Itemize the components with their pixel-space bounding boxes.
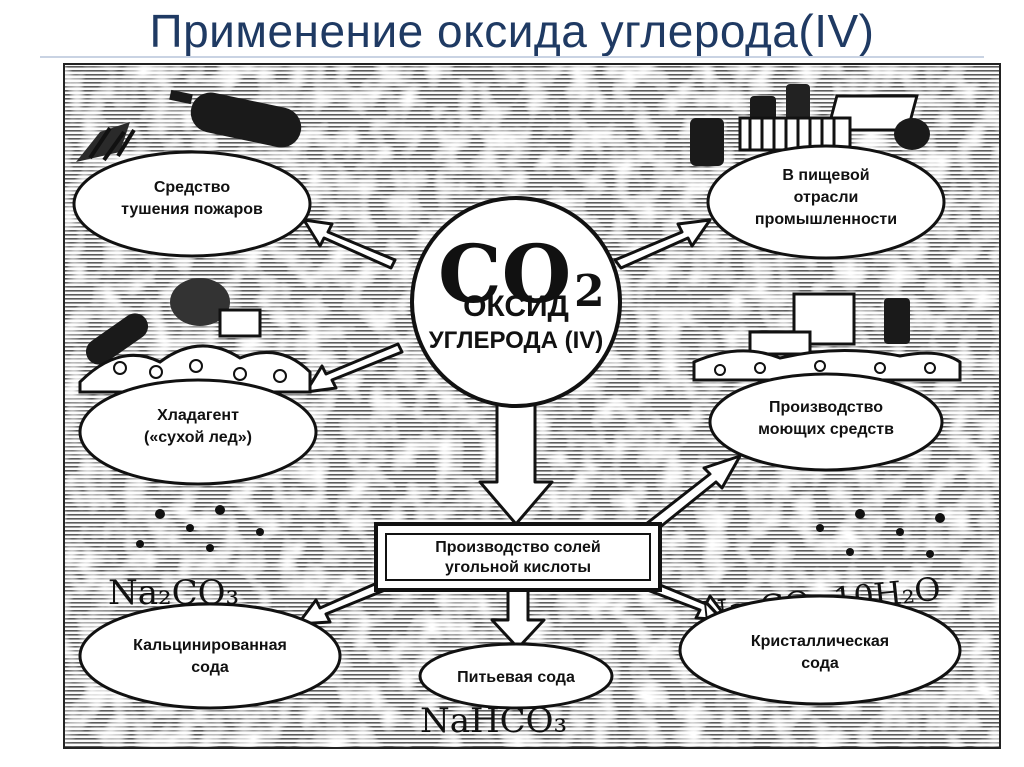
node-carbonic-salts-production: Производство солей угольной кислоты xyxy=(374,522,662,592)
arrow-to-coolant xyxy=(304,342,404,394)
diagram-canvas: CO 2 ОКСИД УГЛЕРОДА (IV) Средство тушени… xyxy=(60,62,1004,750)
co2-subscript: 2 xyxy=(574,266,605,317)
co2-formula: CO xyxy=(438,227,571,321)
fire-label-line2: тушения пожаров xyxy=(121,201,263,218)
node-crystal-soda: Кристаллическая сода xyxy=(678,594,962,706)
fire-label-line1: Средство xyxy=(154,179,231,196)
salts-label-line1: Производство солей xyxy=(435,539,601,556)
drinking-label: Питьевая сода xyxy=(457,669,575,686)
food-label-line2: отрасли xyxy=(794,189,859,206)
calcined-label-line2: сода xyxy=(191,659,229,676)
arrow-to-salts xyxy=(478,390,554,526)
fire-extinguisher-illustration xyxy=(76,89,302,162)
co2-name-line2: УГЛЕРОДА (IV) xyxy=(429,327,604,354)
coolant-label-line1: Хладагент xyxy=(157,407,239,424)
dry-ice-illustration xyxy=(78,278,312,394)
title-divider xyxy=(40,56,984,58)
node-fire-extinguishing: Средство тушения пожаров xyxy=(72,150,312,258)
sparkle-dots-right xyxy=(816,509,945,558)
co2-usage-diagram: CO 2 ОКСИД УГЛЕРОДА (IV) Средство тушени… xyxy=(63,63,1001,749)
arrow-to-detergent xyxy=(644,454,742,534)
node-drinking-soda: Питьевая сода xyxy=(418,642,614,710)
co2-name-line1: ОКСИД xyxy=(463,290,569,323)
crystal-label-line1: Кристаллическая xyxy=(751,633,889,650)
food-label-line3: промышленности xyxy=(755,211,897,228)
co2-center-node: CO 2 ОКСИД УГЛЕРОДА (IV) xyxy=(410,196,622,408)
salts-label-line2: угольной кислоты xyxy=(445,559,591,576)
food-label-line1: В пищевой xyxy=(782,167,869,184)
arrow-to-calcined xyxy=(296,578,392,626)
node-calcined-soda: Кальцинированная сода xyxy=(78,602,342,710)
page-title: Применение оксида углерода(IV) xyxy=(149,5,875,57)
coolant-label-line2: («сухой лед») xyxy=(144,429,252,446)
arrow-to-drinking xyxy=(490,588,546,650)
node-food-industry: В пищевой отрасли промышленности xyxy=(706,144,946,260)
crystal-label-line2: сода xyxy=(801,655,839,672)
diagram-frame xyxy=(63,63,1001,749)
sparkle-dots-left xyxy=(136,505,264,552)
arrow-to-food xyxy=(613,218,712,270)
calcined-label-line1: Кальцинированная xyxy=(133,637,287,654)
detergent-label-line2: моющих средств xyxy=(758,421,894,438)
detergent-label-line1: Производство xyxy=(769,399,883,416)
food-products-illustration xyxy=(690,84,930,166)
node-detergent-production: Производство моющих средств xyxy=(708,372,944,472)
arrow-to-fire xyxy=(302,218,397,270)
detergent-illustration xyxy=(692,292,962,382)
node-coolant: Хладагент («сухой лед») xyxy=(78,378,318,486)
